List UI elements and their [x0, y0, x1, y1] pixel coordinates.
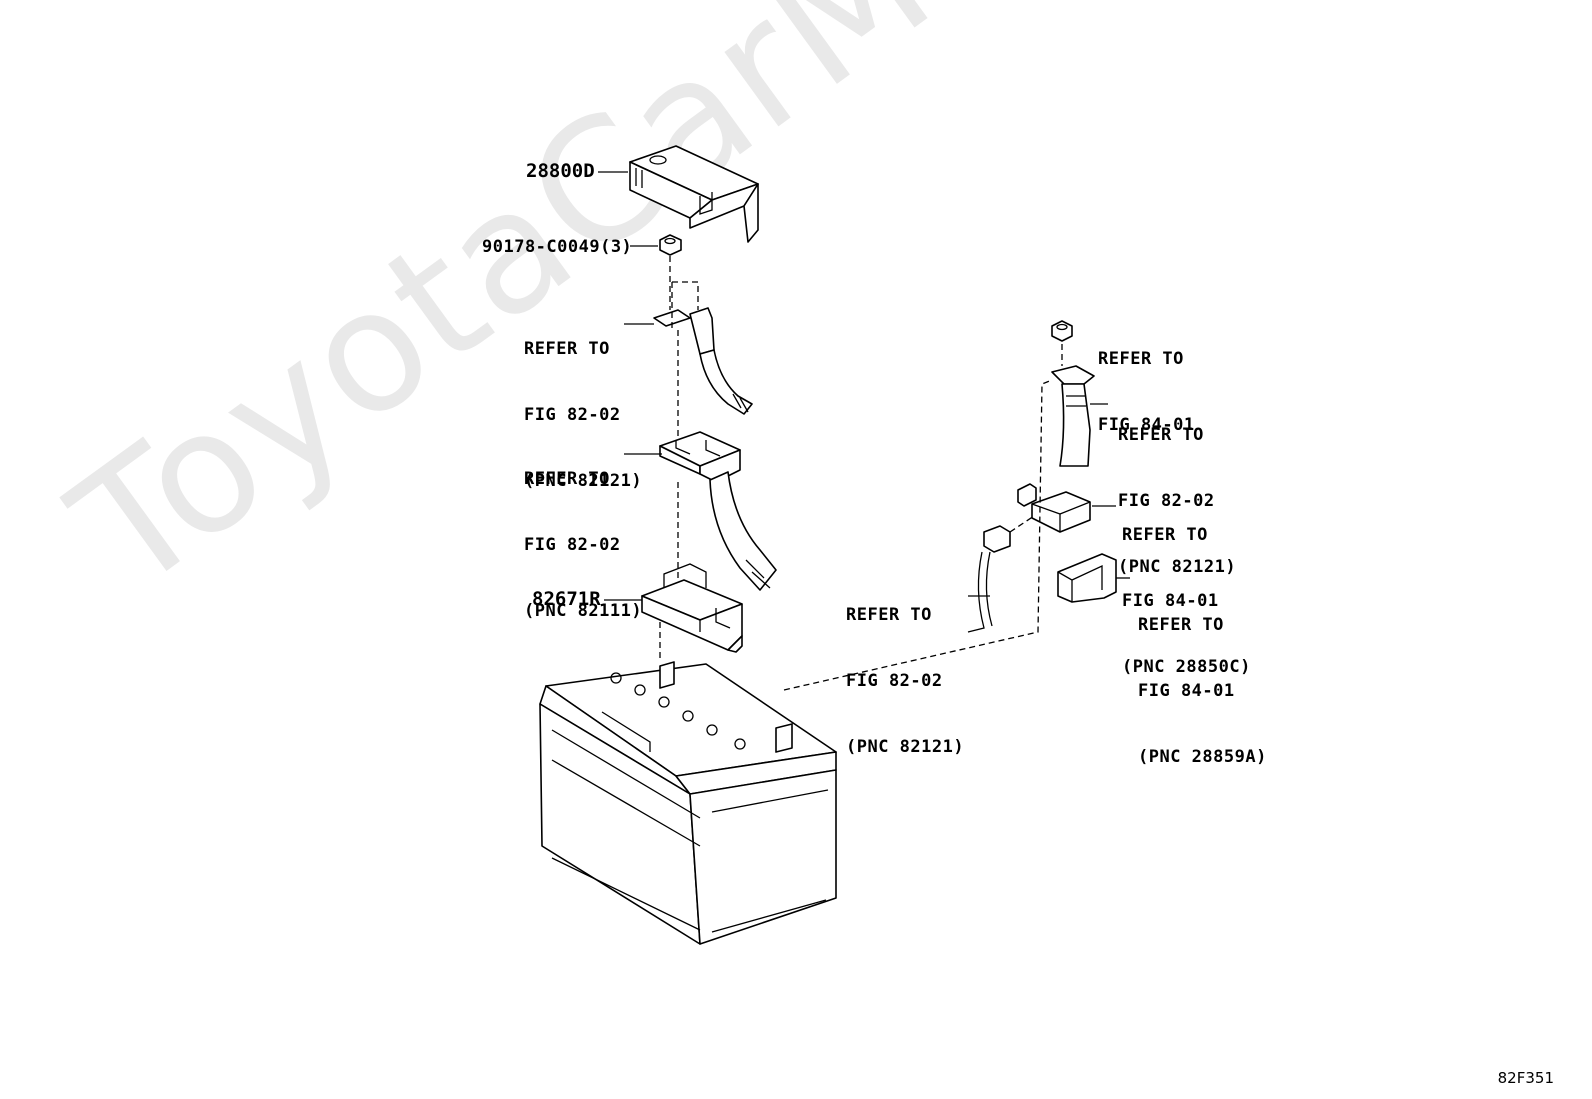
fuse-terminal-block-82111	[659, 431, 777, 591]
battery-bracket-82671r	[641, 563, 743, 653]
refer-label-g-line3: (PNC 28859A)	[1138, 747, 1267, 767]
refer-label-e-line2: FIG 84-01	[1122, 591, 1219, 611]
refer-label-e: REFER TO FIG 84-01 (PNC 28850C)	[1122, 480, 1251, 700]
refer-label-a-line3: (PNC 82121)	[524, 471, 643, 491]
refer-label-e-line1: REFER TO	[1122, 525, 1208, 545]
refer-label-d-line1: REFER TO	[1118, 425, 1204, 445]
refer-label-c-line2: FIG 84-01	[1098, 415, 1195, 435]
refer-label-g-line2: FIG 84-01	[1138, 681, 1235, 701]
terminal-cover-28800d	[629, 145, 759, 243]
refer-label-c: REFER TO FIG 84-01	[1098, 304, 1195, 458]
refer-label-g: REFER TO FIG 84-01 (PNC 28859A)	[1138, 570, 1267, 790]
battery	[539, 661, 837, 945]
refer-label-b-line1: REFER TO	[524, 469, 610, 489]
wire-terminal-82121-right	[1051, 365, 1095, 467]
flange-nut-right	[1051, 320, 1073, 342]
refer-label-f: REFER TO FIG 82-02 (PNC 82121)	[846, 560, 964, 780]
refer-label-f-line1: REFER TO	[846, 605, 932, 625]
assembly-lines	[659, 256, 1063, 691]
refer-label-g-line1: REFER TO	[1138, 615, 1224, 635]
harness-connector-82121	[967, 525, 1011, 633]
refer-label-e-line3: (PNC 28850C)	[1122, 657, 1251, 677]
flange-nut	[659, 234, 682, 256]
cable-clamp-28859a	[1057, 553, 1117, 603]
refer-label-a-line1: REFER TO	[524, 339, 610, 359]
refer-label-c-line1: REFER TO	[1098, 349, 1184, 369]
refer-label-a: REFER TO FIG 82-02 (PNC 82121)	[524, 294, 642, 514]
refer-label-d: REFER TO FIG 82-02 (PNC 82121)	[1118, 380, 1236, 600]
figure-id: 82F351	[1497, 1069, 1554, 1087]
part-number-82671r: 82671R	[532, 588, 601, 610]
leader-lines	[598, 171, 1130, 601]
wire-terminal-82121-upper	[653, 307, 753, 415]
refer-label-a-line2: FIG 82-02	[524, 405, 621, 425]
refer-label-b: REFER TO FIG 82-02 (PNC 82111)	[524, 424, 642, 644]
refer-label-b-line2: FIG 82-02	[524, 535, 621, 555]
current-sensor-28850c	[1017, 483, 1091, 533]
refer-label-f-line2: FIG 82-02	[846, 671, 943, 691]
refer-label-f-line3: (PNC 82121)	[846, 737, 965, 757]
part-number-28800d: 28800D	[526, 160, 595, 182]
part-number-90178-c0049: 90178-C0049(3)	[482, 237, 633, 257]
refer-label-d-line2: FIG 82-02	[1118, 491, 1215, 511]
refer-label-b-line3: (PNC 82111)	[524, 601, 643, 621]
refer-label-d-line3: (PNC 82121)	[1118, 557, 1237, 577]
